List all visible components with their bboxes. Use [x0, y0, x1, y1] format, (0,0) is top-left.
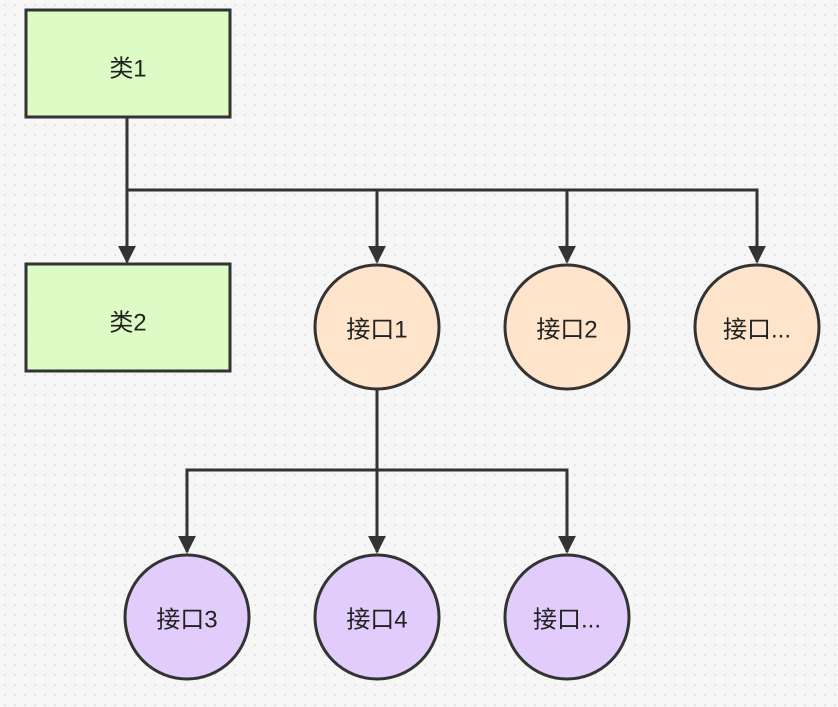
- edge-class1-to-iface-more-top: [567, 188, 766, 264]
- interface-node-1[interactable]: 接口1: [313, 263, 441, 391]
- interface-node-1-circle: [313, 263, 441, 391]
- interface-node-4-circle: [313, 553, 441, 681]
- interface-node-2-circle: [503, 263, 631, 391]
- edge-class1-to-iface2: [377, 188, 576, 264]
- interface-node-more-bottom-label: 接口...: [533, 606, 601, 633]
- interface-node-more-top-circle: [693, 263, 821, 391]
- interface-node-4-label: 接口4: [346, 606, 407, 633]
- class-node-2-box: [24, 262, 232, 373]
- class-node-1-label: 类1: [109, 55, 146, 82]
- interface-node-4[interactable]: 接口4: [313, 553, 441, 681]
- class-node-2[interactable]: 类2: [24, 262, 232, 373]
- class-node-1-box: [24, 8, 232, 119]
- edge-iface1-to-iface3: [178, 468, 377, 554]
- interface-node-more-bottom-circle: [503, 553, 631, 681]
- interface-node-3-label: 接口3: [156, 606, 217, 633]
- class-node-2-label: 类2: [109, 309, 146, 336]
- interface-node-2[interactable]: 接口2: [503, 263, 631, 391]
- edge-iface1-to-iface-more-bottom: [377, 468, 576, 554]
- interface-node-3-circle: [123, 553, 251, 681]
- interface-node-2-label: 接口2: [536, 316, 597, 343]
- interface-node-more-top-label: 接口...: [723, 316, 791, 343]
- edge-class1-to-iface1: [127, 188, 386, 264]
- interface-node-3[interactable]: 接口3: [123, 553, 251, 681]
- interface-node-more-bottom[interactable]: 接口...: [503, 553, 631, 681]
- interface-node-more-top[interactable]: 接口...: [693, 263, 821, 391]
- class-node-1[interactable]: 类1: [24, 8, 232, 119]
- interface-node-1-label: 接口1: [346, 316, 407, 343]
- connectors-from-class1: [118, 118, 766, 264]
- connectors-from-iface1: [178, 390, 576, 554]
